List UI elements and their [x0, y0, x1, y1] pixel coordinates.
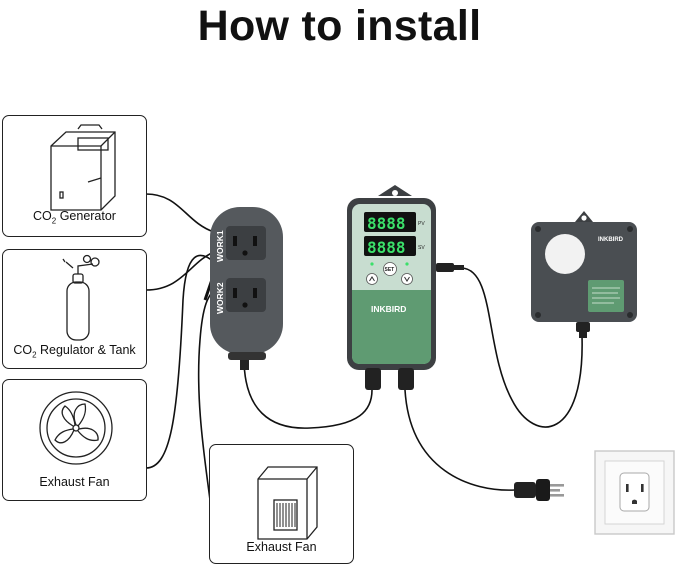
- cables: [145, 193, 583, 501]
- co2-generator-box: CO2 Generator: [2, 115, 147, 237]
- sv-display: 8888: [367, 238, 406, 257]
- co2-tank-icon: [62, 254, 100, 341]
- exhaust-fan-box-label: Exhaust Fan: [246, 540, 317, 554]
- sensor-brand: INKBIRD: [598, 237, 624, 243]
- wall-outlet: [594, 450, 675, 535]
- sensor-vent: [545, 234, 585, 274]
- co2-generator-icon: [50, 124, 116, 211]
- cable-exhaust-fan-2: [197, 289, 215, 501]
- exhaust-fan-box-icon: [257, 466, 318, 540]
- exhaust-fan-round-box: Exhaust Fan: [2, 379, 147, 501]
- up-button: [366, 273, 378, 285]
- co2-generator-label: CO2 Generator: [33, 209, 116, 226]
- set-button-label: SET: [385, 267, 395, 273]
- exhaust-fan-round-icon: [39, 391, 113, 465]
- exhaust-fan-round-label: Exhaust Fan: [39, 475, 110, 489]
- power-plug: [514, 479, 564, 501]
- co2-tank-box: CO2 Regulator & Tank: [2, 249, 147, 369]
- co2-sensor: INKBIRD: [531, 211, 637, 338]
- cable-power-plug: [404, 389, 516, 491]
- outlet-label-work1: WORK1: [215, 230, 225, 262]
- down-button: [401, 273, 413, 285]
- cable-exhaust-fan-1: [145, 254, 215, 469]
- exhaust-fan-box-box: Exhaust Fan: [209, 444, 354, 564]
- pv-tag: PV: [418, 221, 425, 227]
- cable-controller-to-sensor: [461, 267, 583, 428]
- page-title: How to install: [197, 2, 482, 50]
- set-button: [383, 262, 397, 276]
- power-strip: WORK1 WORK2: [210, 207, 283, 370]
- co2-tank-label: CO2 Regulator & Tank: [13, 343, 136, 360]
- sv-tag: SV: [418, 245, 425, 251]
- cable-co2-generator: [145, 193, 215, 233]
- outlet-work2: [226, 278, 266, 312]
- pv-display: 8888: [367, 214, 406, 233]
- sensor-label: [588, 280, 624, 312]
- outlet-work1: [226, 226, 266, 260]
- outlet-label-work2: WORK2: [215, 282, 225, 314]
- cable-strip-to-controller: [243, 357, 373, 429]
- controller-brand: INKBIRD: [371, 304, 406, 314]
- cable-co2-tank: [145, 251, 215, 291]
- controller: 8888 8888 PV SV SET INKBIRD: [347, 185, 464, 390]
